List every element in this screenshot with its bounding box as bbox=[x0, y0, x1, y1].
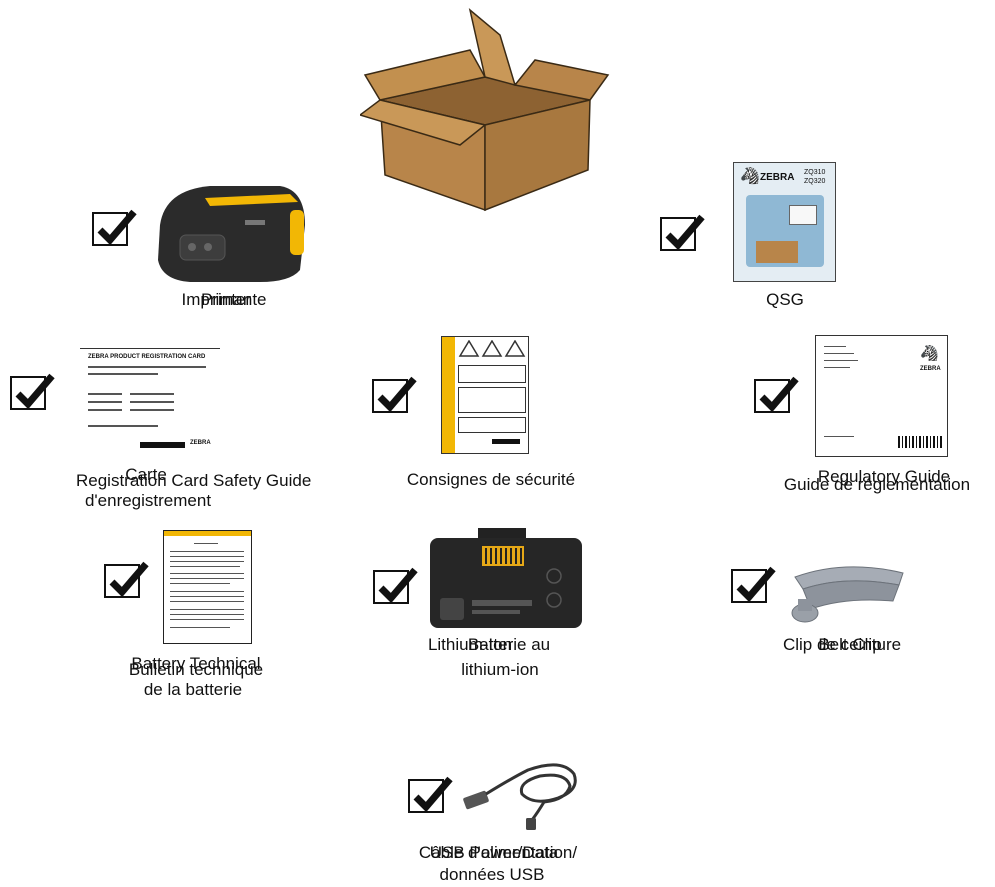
belt-clip-image bbox=[791, 566, 904, 623]
item-label: Câble d'alimentation/ bbox=[418, 843, 578, 862]
zebra-logo-icon: 🦓 bbox=[740, 168, 760, 185]
checkmark-icon bbox=[10, 372, 55, 412]
registration-card-heading: ZEBRA PRODUCT REGISTRATION CARD bbox=[88, 354, 206, 360]
barcode-icon bbox=[898, 436, 942, 448]
regulatory-guide-image: 🦓 ZEBRA bbox=[815, 335, 948, 457]
item-label: Consignes de sécurité bbox=[406, 470, 576, 489]
qsg-model: ZQ320 bbox=[804, 178, 826, 185]
battery-bulletin-image bbox=[163, 530, 252, 644]
warning-icon bbox=[458, 340, 526, 357]
item-label: Clip de ceinture bbox=[782, 635, 902, 654]
checkmark-icon bbox=[92, 208, 137, 248]
qsg-model: ZQ310 bbox=[804, 169, 826, 176]
registration-card-brand: ZEBRA bbox=[190, 440, 211, 446]
checkmark-icon bbox=[408, 775, 453, 815]
usb-cable-image bbox=[463, 763, 577, 830]
item-overlay-label: Lithium-Ion bbox=[427, 635, 513, 654]
item-overlay-label: USB Power/Data bbox=[429, 843, 559, 862]
item-label: Batterie au bbox=[467, 635, 551, 654]
item-overlay-label: Belt Clip bbox=[818, 635, 882, 654]
item-label: données USB bbox=[439, 865, 545, 884]
checkmark-icon bbox=[373, 566, 418, 606]
item-label: Bulletin technique bbox=[128, 660, 264, 679]
battery-image bbox=[430, 528, 582, 628]
checkmark-icon bbox=[660, 213, 705, 253]
item-overlay-label: Printer bbox=[200, 290, 252, 309]
zebra-logo-icon: 🦓 bbox=[920, 345, 939, 362]
item-label: de la batterie bbox=[143, 680, 243, 699]
printer-image bbox=[158, 186, 305, 282]
item-label: d'enregistrement bbox=[84, 491, 212, 510]
checkmark-icon bbox=[754, 375, 799, 415]
item-label: lithium-ion bbox=[461, 660, 539, 679]
regulatory-guide-brand: ZEBRA bbox=[920, 366, 941, 372]
safety-guide-image bbox=[441, 336, 529, 454]
box-illustration bbox=[360, 8, 610, 212]
item-label: QSG bbox=[766, 290, 804, 309]
item-overlay-label: Battery Technical bbox=[131, 654, 261, 673]
qsg-brand: ZEBRA bbox=[760, 172, 795, 183]
item-label: Imprimante bbox=[181, 290, 267, 309]
item-overlay-label: Regulatory Guide bbox=[817, 467, 951, 486]
checkmark-icon bbox=[372, 375, 417, 415]
item-label: Carte bbox=[125, 465, 167, 484]
item-label: Guide de réglementation bbox=[783, 475, 971, 494]
item-overlay-label: Registration Card Safety Guide bbox=[76, 471, 312, 490]
checkmark-icon bbox=[731, 565, 776, 605]
checkmark-icon bbox=[104, 560, 149, 600]
registration-card-image: ZEBRA PRODUCT REGISTRATION CARD ZEBRA bbox=[80, 348, 220, 454]
qsg-cover-image: 🦓 ZEBRA ZQ310 ZQ320 bbox=[733, 162, 836, 282]
